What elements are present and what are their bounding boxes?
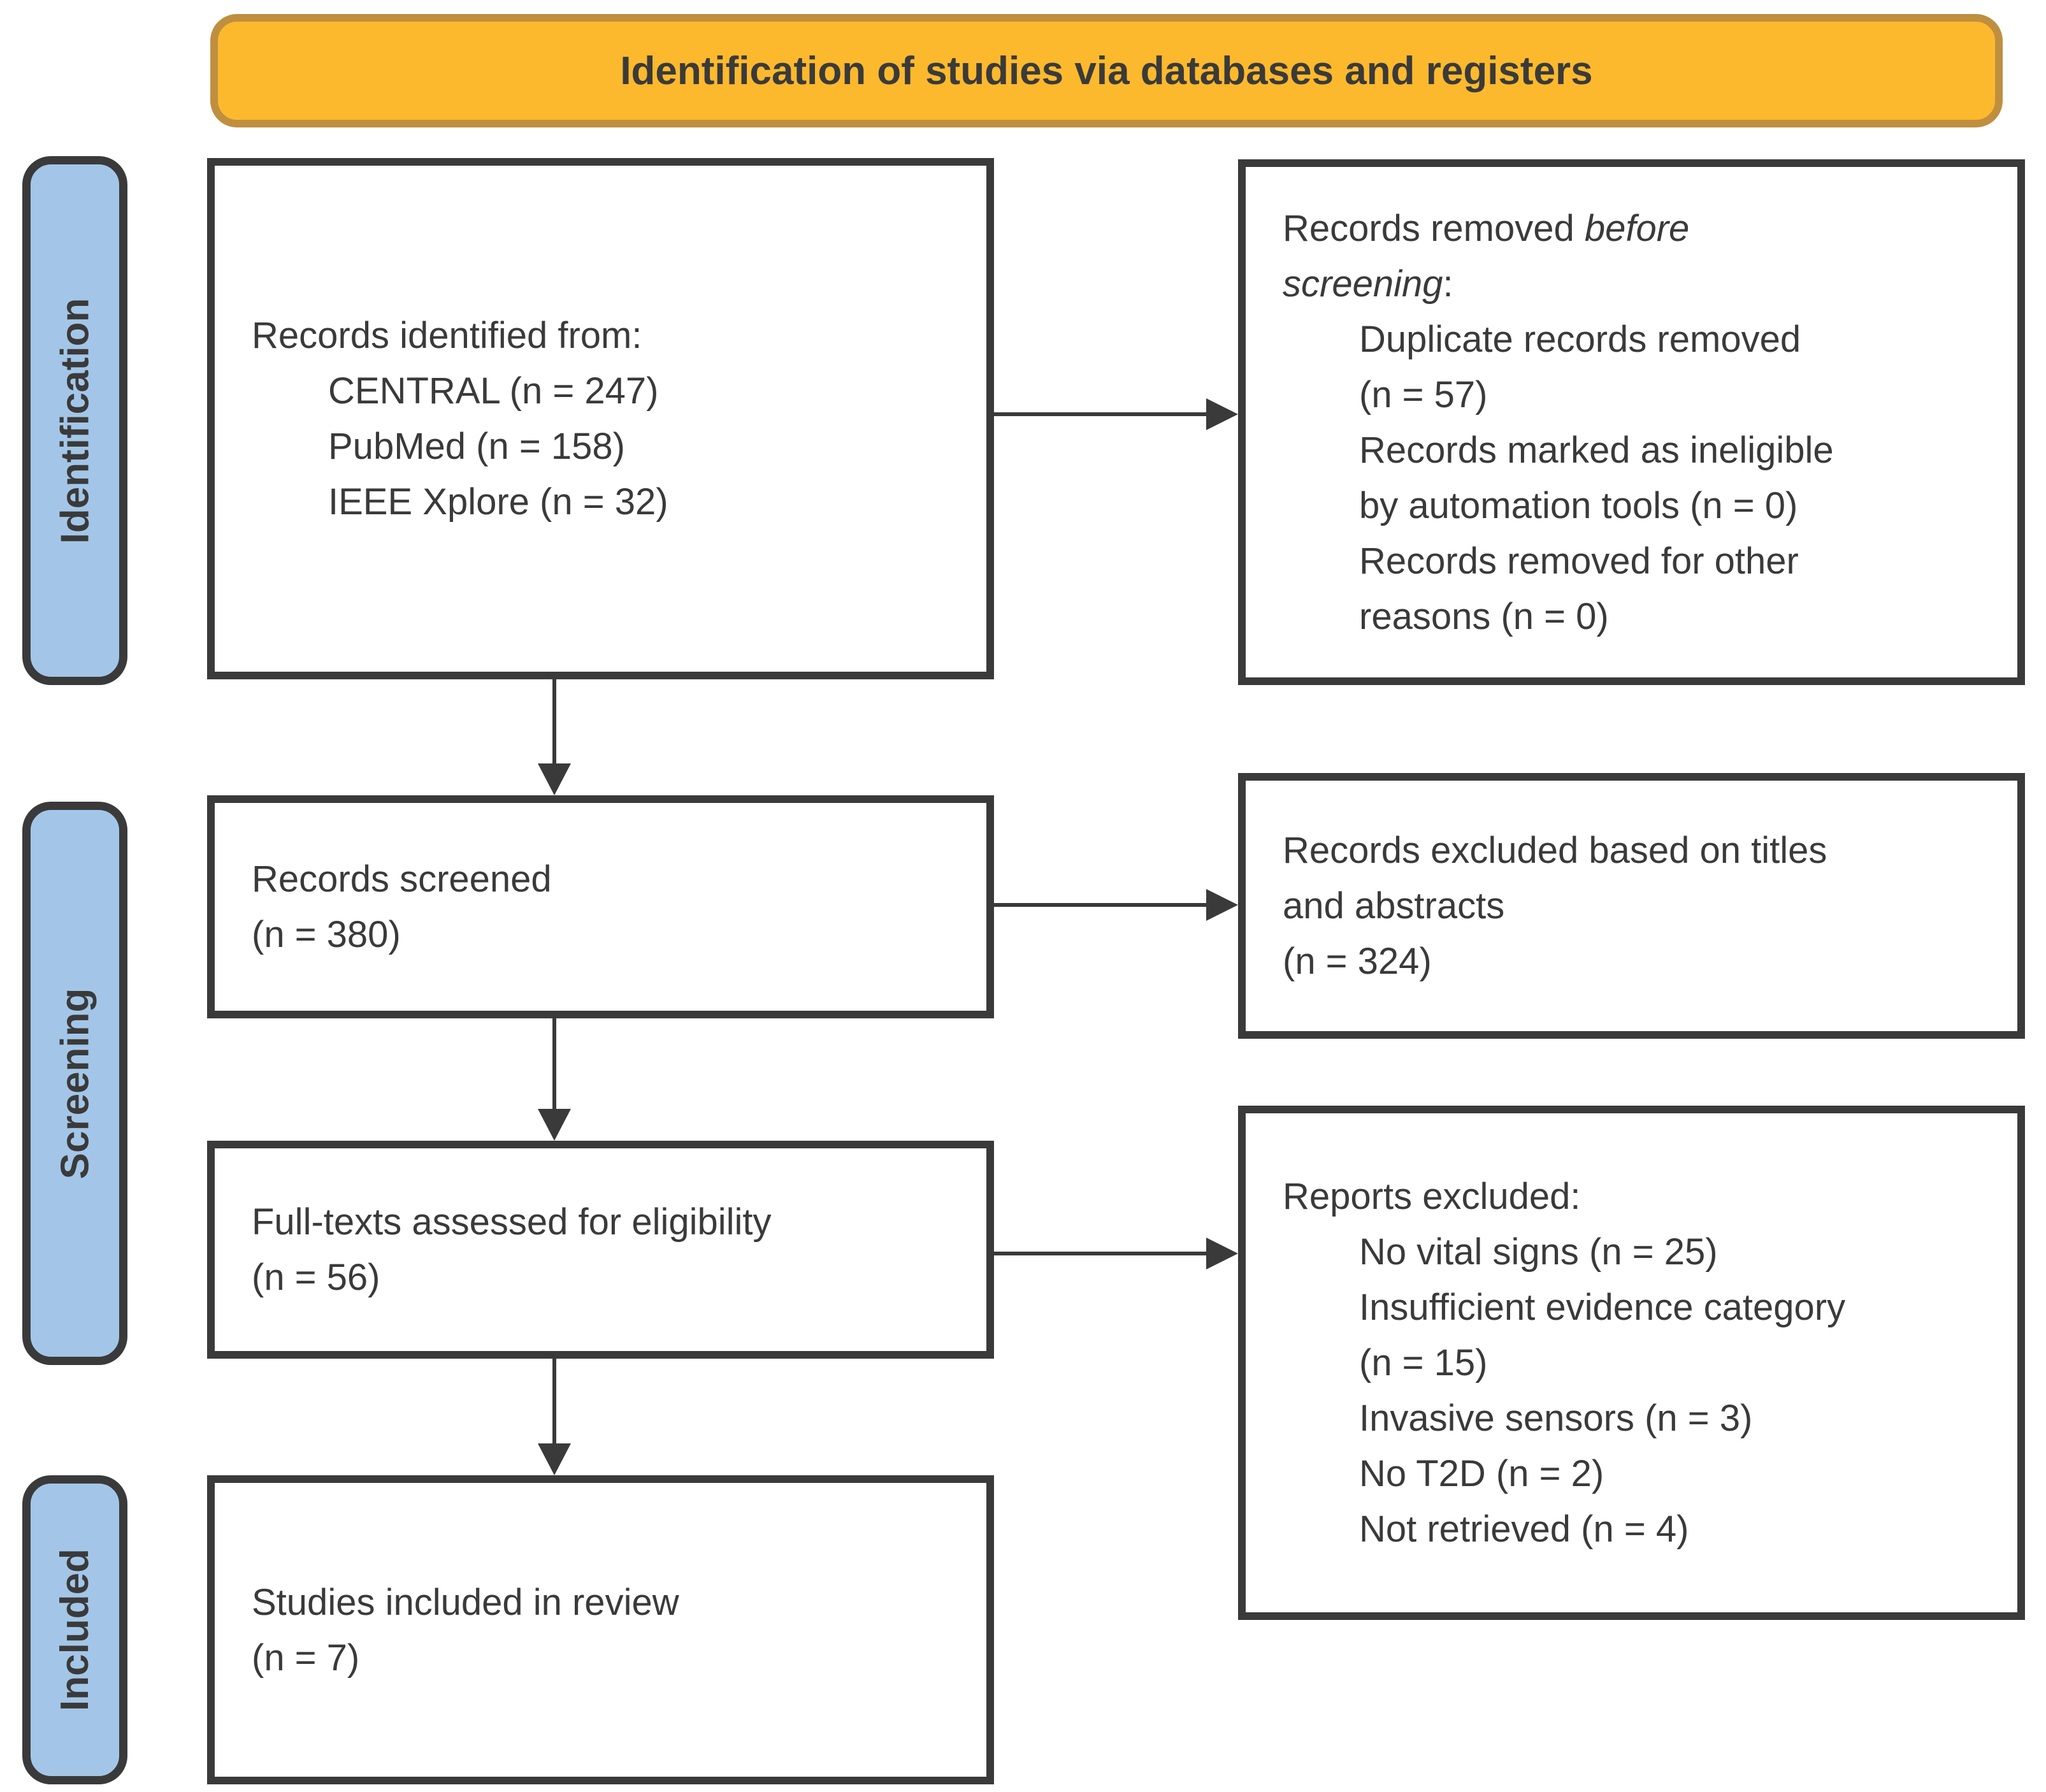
box-records-excluded-titles-abstracts: Records excluded based on titles and abst… (1238, 773, 2025, 1039)
flow-box-line: Full-texts assessed for eligibility (252, 1201, 772, 1243)
flow-box-line: Insufficient evidence category (1359, 1287, 1846, 1328)
stage-label-identification: Identification (22, 156, 127, 685)
flow-box-line: Studies included in review (252, 1581, 679, 1623)
flow-box-line: Records removed for other (1359, 540, 1799, 582)
flow-box-line: No T2D (n = 2) (1359, 1453, 1604, 1494)
box-studies-included: Studies included in review (n = 7) (207, 1475, 994, 1784)
flow-box-line: and abstracts (1283, 885, 1505, 927)
stage-label-included: Included (22, 1475, 127, 1784)
flow-box-line: Not retrieved (n = 4) (1359, 1508, 1689, 1550)
flow-box-line: (n = 57) (1359, 373, 1488, 415)
flow-box-line: Duplicate records removed (1359, 318, 1801, 360)
flow-box-line: Records removed before (1283, 207, 1690, 249)
box-reports-excluded: Reports excluded: No vital signs (n = 25)… (1238, 1106, 2025, 1620)
flow-box-line: CENTRAL (n = 247) (328, 370, 659, 412)
arrow-right-head-icon (1206, 1238, 1238, 1269)
arrow-down-head-icon (538, 1443, 571, 1475)
flow-box-line: by automation tools (n = 0) (1359, 484, 1798, 526)
title-banner: Identification of studies via databases … (210, 14, 2003, 127)
arrow-fulltext-to-included (538, 1359, 571, 1475)
flow-box-line: Records identified from: (252, 315, 642, 356)
arrow-right-head-icon (1206, 398, 1238, 430)
title-banner-label: Identification of studies via databases … (620, 48, 1593, 93)
arrow-screened-to-excluded (994, 889, 1238, 921)
flow-box-line: Records marked as ineligible (1359, 429, 1834, 471)
flow-box-line: (n = 380) (252, 914, 401, 955)
flow-box-line: Reports excluded: (1283, 1176, 1581, 1217)
flow-box-line: PubMed (n = 158) (328, 426, 625, 467)
box-fulltexts-assessed: Full-texts assessed for eligibility (n = … (207, 1141, 994, 1359)
arrow-screened-to-fulltext (538, 1018, 571, 1141)
arrow-shaft (994, 1252, 1209, 1255)
arrow-right-head-icon (1206, 889, 1238, 921)
flow-box-line: No vital signs (n = 25) (1359, 1231, 1718, 1273)
arrow-shaft (994, 412, 1209, 416)
arrow-shaft (994, 903, 1209, 907)
stage-label-screening: Screening (22, 802, 127, 1365)
flow-box-line: reasons (n = 0) (1359, 595, 1609, 637)
flow-box-line: (n = 56) (252, 1257, 380, 1298)
flow-box-line: screening: (1283, 263, 1453, 305)
arrow-fulltext-to-reports-excluded (994, 1238, 1238, 1269)
flow-box-line: Invasive sensors (n = 3) (1359, 1398, 1753, 1439)
flow-box-line: (n = 324) (1283, 941, 1432, 982)
flow-box-line: Records excluded based on titles (1283, 830, 1827, 871)
flow-box-line: IEEE Xplore (n = 32) (328, 481, 668, 523)
flow-box-line: (n = 15) (1359, 1342, 1488, 1384)
arrow-down-head-icon (538, 763, 571, 795)
arrow-shaft (552, 1359, 556, 1445)
arrow-identified-to-removed (994, 398, 1238, 430)
flow-box-line: Records screened (252, 858, 552, 900)
arrow-identified-to-screened (538, 679, 571, 795)
stage-label-screening-text: Screening (53, 988, 97, 1179)
box-records-screened: Records screened (n = 380) (207, 795, 994, 1018)
stage-label-included-text: Included (53, 1549, 97, 1711)
flow-box-line: (n = 7) (252, 1637, 360, 1679)
arrow-shaft (552, 679, 556, 765)
arrow-shaft (552, 1018, 556, 1110)
box-records-removed-before-screening: Records removed before screening: Duplicat… (1238, 159, 2025, 685)
stage-label-identification-text: Identification (53, 298, 97, 544)
box-records-identified: Records identified from: CENTRAL (n = 247… (207, 158, 994, 679)
arrow-down-head-icon (538, 1109, 571, 1141)
